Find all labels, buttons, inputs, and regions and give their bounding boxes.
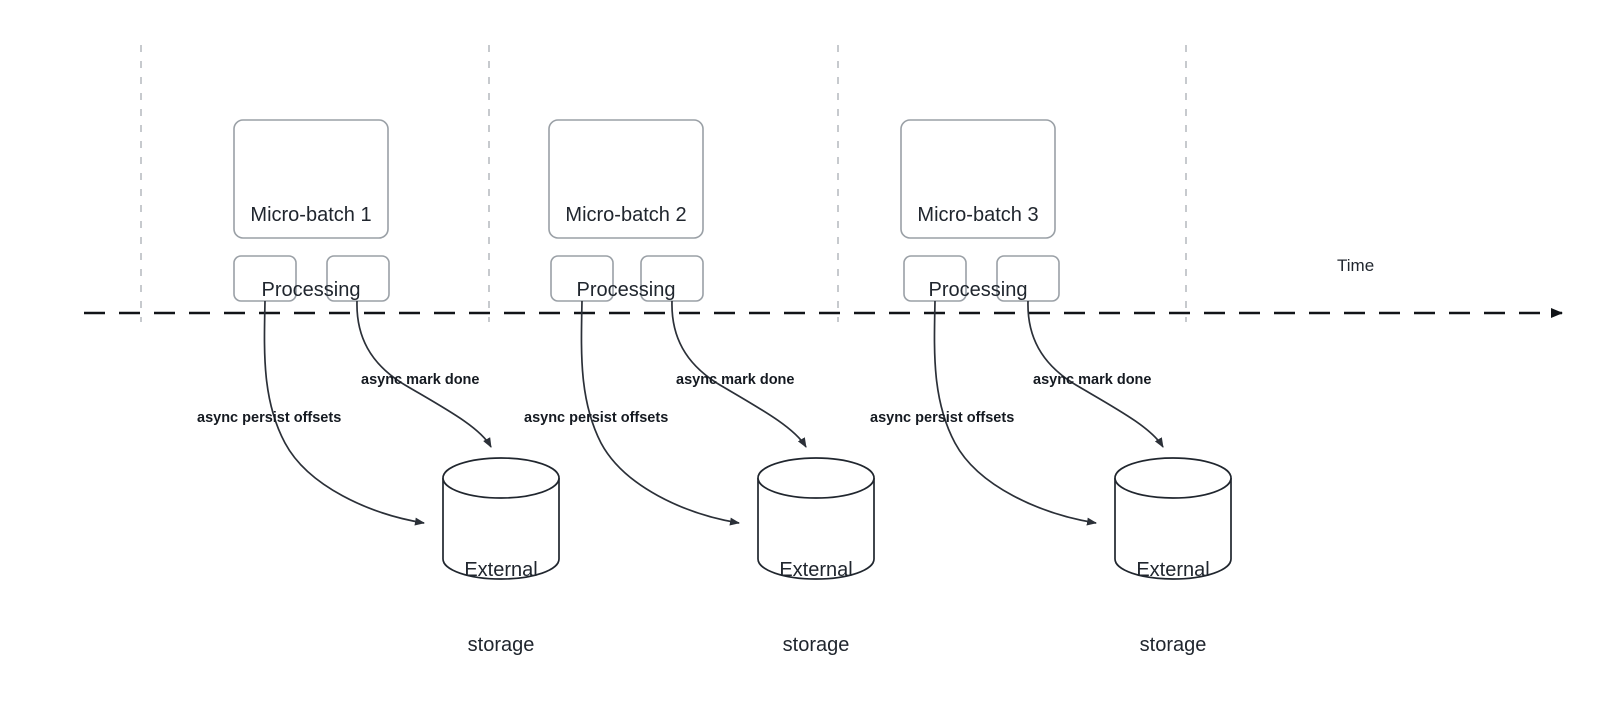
batch-2-external-storage-cylinder[interactable]	[757, 457, 875, 580]
batch-3-annotation-persist-offsets: async persist offsets	[870, 410, 1015, 426]
batch-3-external-storage-cylinder[interactable]	[1114, 457, 1232, 580]
batch-2-storage-label: External storage	[758, 508, 874, 708]
batch-2-persist-offsets-arrow	[580, 300, 740, 526]
batch-2-storage-line1: External	[779, 559, 853, 581]
batch-2-title-line1: Micro-batch 2	[565, 204, 687, 226]
batch-3-title-line1: Micro-batch 3	[917, 204, 1039, 226]
batch-1-task-box-right[interactable]	[326, 255, 390, 302]
diagram-vector-layer	[84, 45, 1563, 580]
batch-1-persist-offsets-arrow	[263, 300, 425, 526]
batch-3-title-line2: Processing	[928, 279, 1028, 301]
batch-3-processing-box[interactable]	[900, 119, 1056, 239]
batch-2-annotation-persist-offsets: async persist offsets	[524, 410, 669, 426]
batch-3-storage-line1: External	[1136, 559, 1210, 581]
batch-1-title: Micro-batch 1 Processing	[234, 153, 388, 353]
batch-3-persist-offsets-arrow	[933, 300, 1097, 526]
batch-1-storage-line2: storage	[467, 634, 535, 656]
batch-3-storage-line2: storage	[1139, 634, 1207, 656]
batch-3-title: Micro-batch 3 Processing	[901, 153, 1055, 353]
batch-1-title-line1: Micro-batch 1	[250, 204, 372, 226]
batch-3-storage-label: External storage	[1115, 508, 1231, 708]
batch-boundary-ticks	[140, 45, 1187, 322]
batch-1-annotation-mark-done: async mark done	[361, 372, 480, 388]
time-axis-label: Time	[1337, 256, 1375, 275]
batch-3-annotation-mark-done: async mark done	[1033, 372, 1152, 388]
batch-1-external-storage-cylinder[interactable]	[442, 457, 560, 580]
batch-1-annotation-persist-offsets: async persist offsets	[197, 410, 342, 426]
batch-3-group	[900, 119, 1232, 580]
batch-1-mark-done-arrow	[356, 300, 492, 448]
batch-1-storage-label: External storage	[443, 508, 559, 708]
batch-2-storage-line2: storage	[782, 634, 850, 656]
batch-1-storage-line1: External	[464, 559, 538, 581]
batch-2-annotation-mark-done: async mark done	[676, 372, 795, 388]
batch-2-title: Micro-batch 2 Processing	[549, 153, 703, 353]
batch-2-title-line2: Processing	[576, 279, 676, 301]
batch-1-processing-box[interactable]	[233, 119, 389, 239]
batch-1-title-line2: Processing	[261, 279, 361, 301]
batch-2-group	[548, 119, 875, 580]
batch-2-processing-box[interactable]	[548, 119, 704, 239]
batch-3-mark-done-arrow	[1027, 300, 1164, 448]
diagram-canvas: Micro-batch 1 Processing async persist o…	[84, 45, 1563, 656]
batch-2-mark-done-arrow	[671, 300, 807, 448]
batch-1-group	[233, 119, 560, 580]
